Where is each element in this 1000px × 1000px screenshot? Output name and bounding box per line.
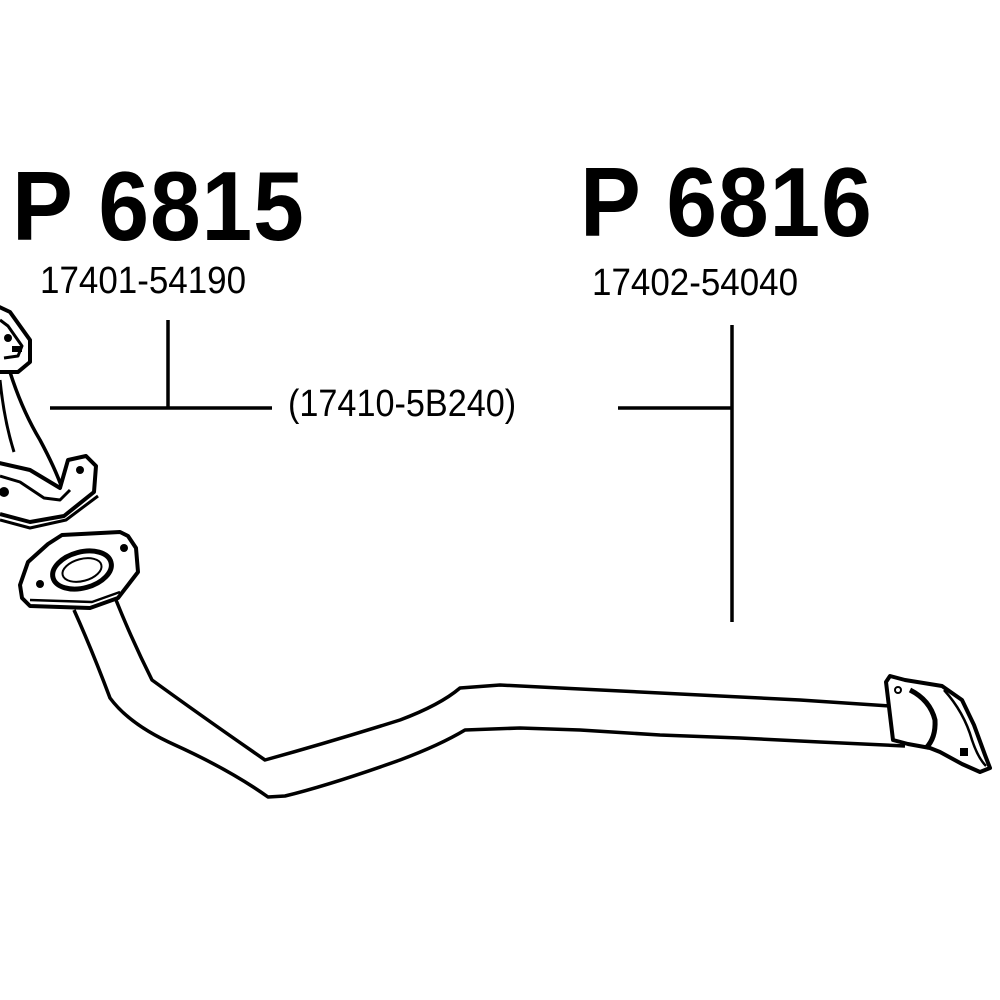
front-downpipe-drawing (0, 305, 99, 530)
shared-reference-number: (17410-5B240) (288, 383, 517, 425)
part-code-p6815: P 6815 (12, 151, 305, 261)
leader-lines (50, 320, 734, 622)
pipe-lower-edge (72, 609, 906, 799)
front-pipe-drawing (18, 530, 992, 799)
oem-number-p6816: 17402-54040 (592, 262, 799, 304)
oem-number-p6815: 17401-54190 (40, 260, 247, 302)
part-code-p6816: P 6816 (580, 147, 873, 257)
pipe-upper-edge (114, 599, 891, 762)
